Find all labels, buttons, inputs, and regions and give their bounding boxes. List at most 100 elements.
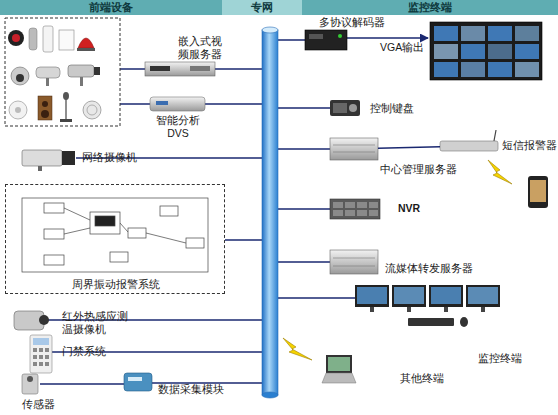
monitor-terminals (408, 318, 454, 326)
device-icon (330, 138, 378, 160)
monitor-terminals (444, 307, 448, 312)
monitor-terminals (392, 285, 426, 307)
front-device-group (12, 34, 20, 42)
device-icon (528, 176, 548, 208)
header-text: 监控终端 (302, 1, 558, 14)
front-device-group (11, 67, 29, 85)
header-band: 前端设备 (0, 0, 222, 15)
front-device-group (36, 67, 60, 78)
monitor-terminals (357, 287, 387, 304)
header-band: 监控终端 (302, 0, 558, 15)
access-control: 门禁系统 (30, 335, 52, 373)
front-device-group (9, 101, 27, 119)
streaming-server: 流媒体转发服务器 (330, 250, 378, 274)
device-icon (145, 62, 215, 76)
video-wall (434, 26, 539, 77)
device-icon (333, 210, 343, 216)
node-label: 红外热感应测温摄像机 (62, 310, 128, 335)
data-acquisition-module: 数据采集模块 (124, 373, 152, 391)
monitor-terminals (466, 285, 500, 307)
device-icon (330, 199, 380, 219)
node-label: 数据采集模块 (158, 383, 224, 396)
wireless-bolt (488, 160, 512, 184)
network-wire (40, 383, 124, 385)
front-device-group (87, 105, 97, 115)
sms-alarm: 短信报警器 (440, 141, 498, 151)
device-icon (62, 151, 75, 165)
header-text: 专网 (222, 1, 302, 14)
video-wall (515, 44, 539, 59)
front-device-group (83, 101, 101, 119)
perimeter-system-art (44, 255, 64, 265)
network-wire (276, 208, 330, 210)
monitor-terminals (481, 307, 485, 312)
device-icon (39, 355, 43, 359)
front-device-group (41, 110, 49, 118)
front-device-group (77, 48, 95, 51)
device-icon (38, 166, 42, 171)
network-pipe (262, 392, 278, 398)
network-wire (120, 103, 150, 105)
perimeter-system-art (120, 223, 128, 232)
network-wire (276, 297, 355, 299)
device-icon (333, 266, 375, 267)
node-label: 门禁系统 (62, 345, 106, 358)
video-wall (488, 44, 512, 59)
video-wall (461, 26, 485, 41)
monitor-terminals (394, 287, 424, 304)
device-icon (190, 66, 210, 71)
front-device-group (78, 38, 94, 48)
device-icon (150, 66, 170, 71)
front-device-group (38, 96, 52, 120)
device-icon (128, 377, 142, 381)
network-wire (205, 103, 264, 105)
video-wall (515, 26, 539, 41)
front-device-group (42, 101, 48, 107)
front-device-group (5, 18, 120, 126)
device-icon (150, 97, 205, 111)
device-icon (39, 362, 43, 366)
device-icon (440, 141, 498, 151)
sensor-device: 传感器 (20, 372, 40, 396)
perimeter-system-art (44, 203, 64, 213)
wireless-bolt (283, 160, 512, 360)
network-wire (276, 107, 330, 109)
network-pipe (262, 30, 278, 395)
monitor-terminals (429, 285, 463, 307)
monitor-terminals (460, 317, 468, 327)
device-icon (369, 202, 378, 208)
video-wall (434, 44, 458, 59)
network-wire (120, 68, 145, 70)
device-icon (338, 34, 342, 38)
device-icon (30, 335, 52, 373)
front-device-group (94, 67, 100, 75)
laptop-icon (326, 355, 352, 373)
nvr-device: NVR (330, 199, 380, 219)
perimeter-system-art (146, 233, 186, 243)
network-wire (225, 239, 264, 241)
node-label: 流媒体转发服务器 (385, 262, 473, 275)
device-icon (124, 373, 152, 391)
perimeter-system-art (186, 238, 204, 248)
device-icon (305, 30, 548, 274)
monitor-terminals (355, 285, 500, 327)
front-device-group (68, 65, 94, 77)
device-icon (305, 30, 347, 50)
header-band: 专网 (222, 0, 302, 15)
device-icon (494, 130, 496, 141)
laptop-icon (328, 357, 350, 371)
device-icon (39, 348, 43, 352)
device-icon (309, 34, 323, 39)
thermal-camera: 红外热感应测温摄像机 (14, 310, 48, 332)
node-label: 中心管理服务器 (380, 163, 457, 176)
monitor-terminals (370, 307, 374, 312)
front-device-group (15, 107, 21, 113)
dvs-device: 智能分析DVS (150, 97, 205, 111)
video-wall (488, 26, 512, 41)
video-wall (515, 62, 539, 77)
device-icon (333, 202, 378, 216)
control-keyboard: 控制键盘 (330, 100, 360, 116)
front-device-group (46, 78, 49, 86)
monitor-terminals (355, 285, 389, 307)
